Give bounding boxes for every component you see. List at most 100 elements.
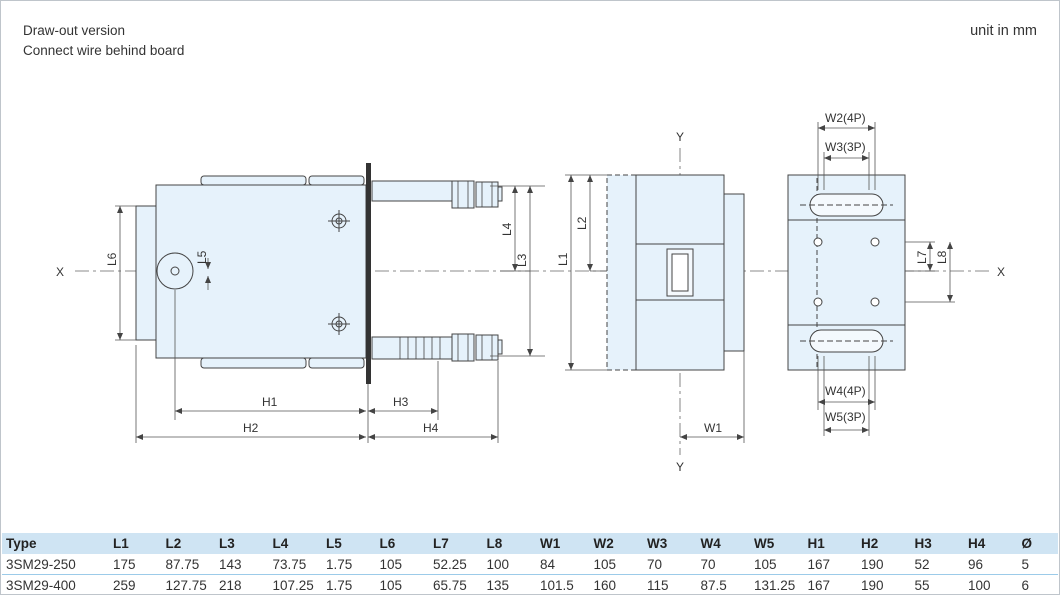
table-cell: 73.75 (268, 554, 322, 575)
table-cell: 5 (1017, 554, 1058, 575)
cutout-view (787, 174, 906, 371)
front-view (606, 174, 745, 371)
hole-2 (870, 237, 880, 247)
y-axis-label-top: Y (676, 130, 684, 144)
table-header-cell: L2 (161, 533, 215, 554)
table-row: 3SM29-400 259 127.75 218 107.25 1.75 105 65.75 1… (2, 575, 1058, 595)
table-cell: 55 (914, 577, 930, 593)
table-header-cell: H1 (803, 533, 857, 554)
table-header-cell: W3 (642, 533, 697, 554)
side-body (155, 184, 367, 359)
front-left-plate (606, 174, 637, 371)
table-header-cell: W1 (535, 533, 590, 554)
table-header-cell: Ø (1017, 533, 1058, 554)
table-cell: 105 (749, 554, 804, 575)
dim-label-H4: H4 (423, 421, 439, 435)
front-handle-inner (671, 253, 689, 292)
hole-3 (813, 297, 823, 307)
table-cell: 190 (860, 577, 884, 593)
table-cell-type: 3SM29-250 (2, 554, 109, 575)
table-cell: 131.25 (753, 577, 796, 593)
dim-label-L7: L7 (915, 250, 929, 264)
top-terminal-tip (497, 186, 503, 202)
table-cell: 115 (646, 577, 669, 593)
table-header-cell: L3 (214, 533, 269, 554)
table-cell: 105 (375, 554, 429, 575)
dim-label-W5: W5(3P) (825, 410, 866, 424)
table-cell: 87.75 (161, 554, 215, 575)
table-cell: 101.5 (539, 577, 574, 593)
table-cell: 259 (113, 577, 136, 593)
table-cell: 1.75 (325, 577, 353, 593)
table-header-cell: L7 (428, 533, 483, 554)
dim-label-L3: L3 (515, 253, 529, 267)
side-top-rail-2 (308, 175, 365, 186)
dim-label-H1: H1 (262, 395, 278, 409)
table-header-cell: W4 (696, 533, 750, 554)
dim-label-H2: H2 (243, 421, 259, 435)
table-cell: 70 (696, 554, 750, 575)
table-cell: 143 (214, 554, 269, 575)
front-dimensions (565, 174, 745, 443)
table-header-cell: H3 (910, 533, 964, 554)
table-cell: 6 (1021, 577, 1029, 593)
table-cell: 175 (109, 554, 162, 575)
table-cell: 1.75 (321, 554, 376, 575)
table-cell: 70 (642, 554, 697, 575)
table-header-cell: L5 (321, 533, 376, 554)
dim-label-W3: W3(3P) (825, 140, 866, 154)
table-header-cell: Type (2, 533, 109, 554)
side-bottom-rail-1 (200, 357, 307, 369)
top-terminal-rod (371, 180, 453, 202)
mounting-board (366, 163, 371, 384)
bottom-terminal-nut-1 (451, 333, 475, 362)
table-cell: 107.25 (272, 577, 314, 593)
front-right-plate (723, 193, 745, 352)
table-header-cell: L6 (375, 533, 429, 554)
dim-label-L1: L1 (556, 252, 570, 266)
table-header-cell: H2 (856, 533, 911, 554)
dim-label-L5: L5 (195, 250, 209, 264)
side-fixing-holes (156, 210, 350, 335)
table-cell: 96 (963, 554, 1018, 575)
table-cell: 135 (486, 577, 510, 593)
top-terminal-nut-1 (451, 180, 475, 209)
unit-label: unit in mm (970, 23, 1037, 39)
table-header-cell: L1 (109, 533, 162, 554)
table-cell: 190 (856, 554, 911, 575)
dim-label-W2: W2(4P) (825, 111, 866, 125)
hole-1 (813, 237, 823, 247)
table-header-cell: L4 (268, 533, 322, 554)
table-cell: 127.75 (165, 577, 207, 593)
dim-label-L6: L6 (105, 252, 119, 266)
table-cell: 105 (379, 577, 403, 593)
bottom-terminal-tip (497, 339, 503, 355)
table-cell: 84 (535, 554, 590, 575)
table-cell: 52.25 (428, 554, 483, 575)
table-cell-type: 3SM29-400 (6, 577, 76, 593)
table-header-cell: L8 (482, 533, 536, 554)
x-axis-label-left: X (56, 265, 64, 279)
table-cell: 65.75 (432, 577, 467, 593)
table-cell: 160 (593, 577, 617, 593)
side-view (135, 175, 503, 369)
y-axis-label-bottom: Y (676, 460, 684, 474)
dim-label-W1: W1 (704, 421, 722, 435)
dim-label-L4: L4 (500, 222, 514, 236)
x-axis-label-right: X (997, 265, 1005, 279)
table-cell: 167 (803, 554, 857, 575)
side-back-plate (135, 205, 157, 341)
dim-label-L2: L2 (575, 216, 589, 230)
table-header-cell: W2 (589, 533, 643, 554)
table-cell: 87.5 (700, 577, 727, 593)
cutout-dimensions (817, 122, 955, 436)
hole-4 (870, 297, 880, 307)
note-draw-out-version: Draw-out version (23, 23, 126, 38)
side-bottom-rail-2 (308, 357, 365, 369)
dim-label-W4: W4(4P) (825, 384, 866, 398)
front-center-band (635, 243, 725, 301)
table-cell: 218 (218, 577, 242, 593)
